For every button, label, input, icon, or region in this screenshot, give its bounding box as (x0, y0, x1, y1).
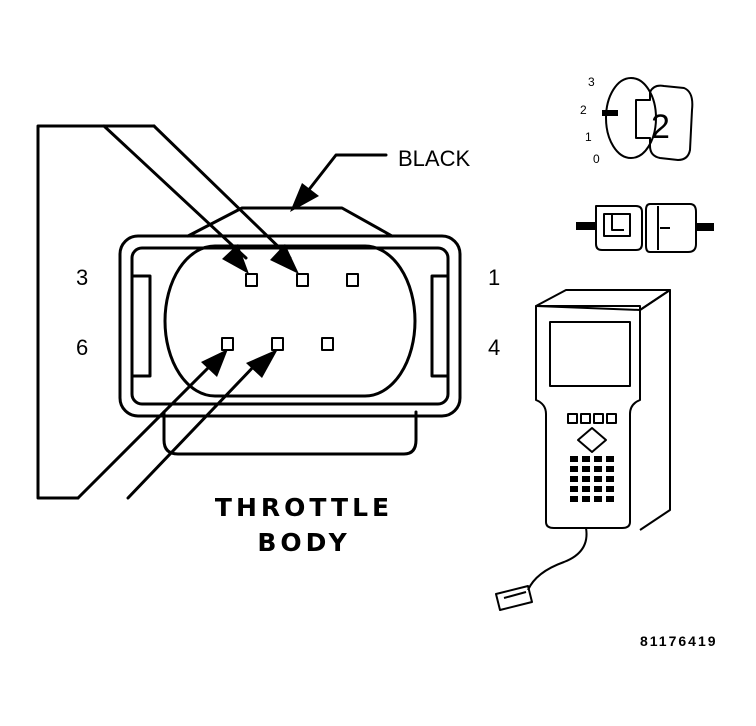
scan-tool-icon (495, 289, 671, 611)
plug-connector-icon (576, 203, 714, 253)
title-throttle: THROTTLE (215, 493, 393, 522)
connector-color-label: BLACK (398, 146, 470, 171)
cavity-3-terminal (245, 273, 258, 287)
rotary-dial-icon: 3 2 1 0 2 (580, 75, 694, 166)
cavity-1-terminal (346, 273, 359, 287)
arrow-cavity-2 (270, 244, 299, 274)
arrow-cavity-6 (201, 349, 228, 377)
title-body: BODY (257, 528, 350, 557)
dial-mark-2: 2 (580, 103, 587, 117)
dial-mark-3: 3 (588, 75, 595, 89)
dial-mark-1: 1 (585, 130, 592, 144)
color-callout: BLACK (290, 146, 470, 212)
cavity-3-label: 3 (76, 265, 88, 290)
dial-mark-0: 0 (593, 152, 600, 166)
dial-value: 2 (651, 108, 670, 146)
test-lead-bracket (36, 124, 292, 500)
cavity-4-terminal (321, 337, 334, 351)
cavity-4-label: 4 (488, 335, 500, 360)
figure-number: 81176419 (640, 633, 718, 649)
cavity-2-terminal (296, 273, 309, 287)
cavity-6-label: 6 (76, 335, 88, 360)
throttle-body-connector (118, 206, 462, 456)
cavity-6-terminal (221, 337, 234, 351)
probe-arrows (201, 244, 299, 378)
cavity-5-terminal (271, 337, 284, 351)
arrow-cavity-5 (246, 349, 278, 378)
arrow-cavity-3 (222, 244, 249, 274)
cavity-1-label: 1 (488, 265, 500, 290)
